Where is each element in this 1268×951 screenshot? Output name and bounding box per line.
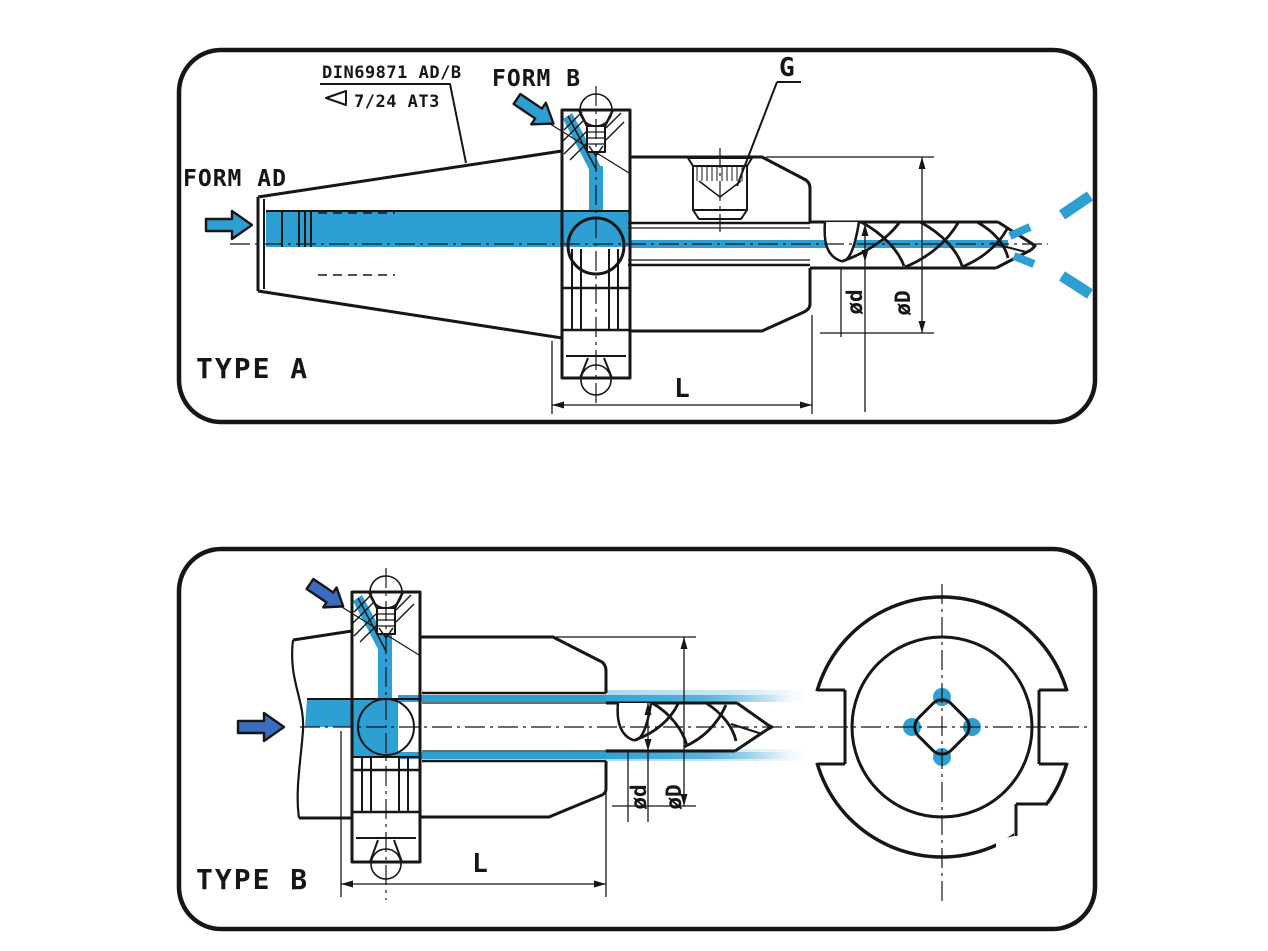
type-b-centerlines: [300, 568, 1088, 902]
type-b-title: TYPE B: [196, 863, 309, 896]
coolant-flow-arrow-form-ad-icon: [204, 209, 254, 241]
type-a-dimensions: ød øD L: [551, 156, 934, 414]
type-a-title: TYPE A: [196, 352, 309, 385]
drive-square: [913, 698, 971, 756]
chuck-body-type-a: [628, 148, 812, 333]
type-a-annotations: DIN69871 AD/B 7/24 AT3 FORM AD FORM B G …: [183, 53, 801, 385]
dim-label-length-b: L: [472, 849, 488, 879]
type-a-centerlines: [230, 86, 1048, 406]
dim-label-small-diameter-a: ød: [843, 289, 867, 314]
type-b-panel-border: [176, 546, 1098, 932]
coolant-plug-screw: [687, 148, 753, 232]
thread-g-label: G: [779, 53, 795, 83]
dim-label-small-diameter-b: ød: [627, 784, 651, 809]
chuck-body-type-b: [420, 635, 608, 819]
coolant-spray: [1008, 191, 1094, 299]
din-standard-note: DIN69871 AD/B: [322, 63, 462, 83]
coolant-flow-arrow-top-icon: [305, 577, 345, 609]
type-a-panel: ød øD L DIN69871 AD/B 7/24 AT3 FORM AD F…: [176, 47, 1098, 425]
type-b-dimensions: ød øD L: [340, 636, 696, 897]
dim-label-large-diameter-a: øD: [891, 290, 915, 315]
dim-label-large-diameter-b: øD: [662, 784, 686, 809]
type-b-panel: ød øD L TYPE B: [176, 546, 1098, 932]
taper-spec-note: 7/24 AT3: [354, 92, 440, 112]
taper-symbol-icon: [325, 90, 347, 106]
form-ad-label: FORM AD: [183, 166, 287, 192]
broken-shank-stub: [291, 629, 420, 820]
coolant-flow-arrow-left-icon: [236, 711, 286, 743]
type-a-panel-border: [176, 47, 1098, 425]
form-b-label: FORM B: [492, 66, 581, 92]
coolant-flow-arrow-form-b-icon: [512, 92, 555, 126]
dim-label-length-a: L: [674, 374, 690, 404]
